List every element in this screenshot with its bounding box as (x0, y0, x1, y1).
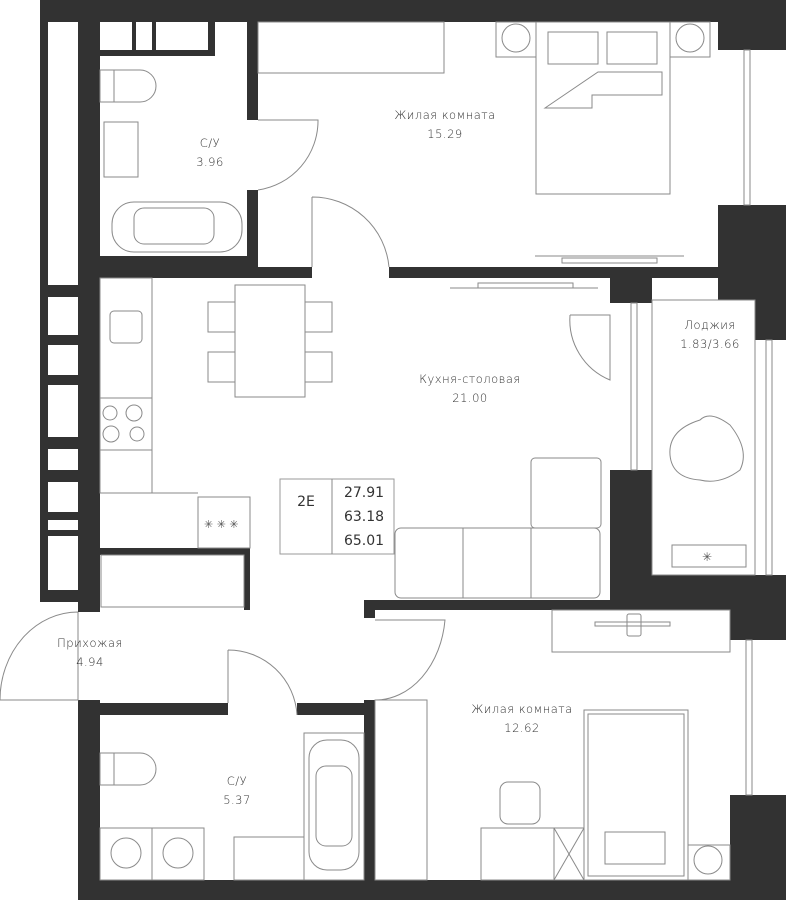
room-label-bathroom-2: С/У 5.37 (207, 772, 267, 810)
room-name: Жилая комната (394, 108, 496, 122)
room-area: 5.37 (223, 793, 251, 807)
walls (40, 0, 786, 900)
room-area: 4.94 (76, 655, 104, 669)
windows (630, 49, 773, 796)
room-name: Кухня-столовая (419, 372, 521, 386)
bathroom-2-fixtures (99, 732, 365, 881)
room-name: С/У (226, 774, 248, 788)
room-name: Лоджия (684, 318, 736, 332)
total-area-with-loggia: 65.01 (343, 533, 385, 549)
room-name: Жилая комната (471, 702, 573, 716)
room-name: С/У (199, 136, 221, 150)
room-label-kitchen: Кухня-столовая 21.00 (400, 370, 540, 408)
doors (0, 119, 611, 716)
bedroom-1-furniture (257, 21, 711, 264)
room-area: 15.29 (427, 127, 463, 141)
room-area: 12.62 (504, 721, 540, 735)
total-area: 63.18 (343, 509, 385, 525)
svg-text:✳ ✳ ✳: ✳ ✳ ✳ (204, 518, 239, 531)
living-area: 27.91 (343, 485, 385, 501)
room-label-loggia: Лоджия 1.83/3.66 (660, 316, 760, 354)
room-area: 3.96 (196, 155, 224, 169)
room-area: 1.83/3.66 (680, 337, 740, 351)
apartment-info-box (279, 478, 395, 555)
apartment-type: 2E (297, 494, 315, 510)
loggia-furniture: ✳ (651, 299, 756, 576)
bedroom-2-furniture (374, 609, 731, 881)
kitchen-furniture: ✳ ✳ ✳ (99, 277, 602, 608)
room-label-hallway: Прихожая 4.94 (45, 634, 135, 672)
apartment-areas: 27.91 63.18 65.01 (334, 481, 394, 553)
svg-text:✳: ✳ (702, 550, 712, 564)
room-label-bedroom-1: Жилая комната 15.29 (375, 106, 515, 144)
bathroom-1-fixtures (99, 69, 243, 253)
room-label-bathroom-1: С/У 3.96 (180, 134, 240, 172)
room-name: Прихожая (57, 636, 123, 650)
room-label-bedroom-2: Жилая комната 12.62 (452, 700, 592, 738)
room-area: 21.00 (452, 391, 488, 405)
